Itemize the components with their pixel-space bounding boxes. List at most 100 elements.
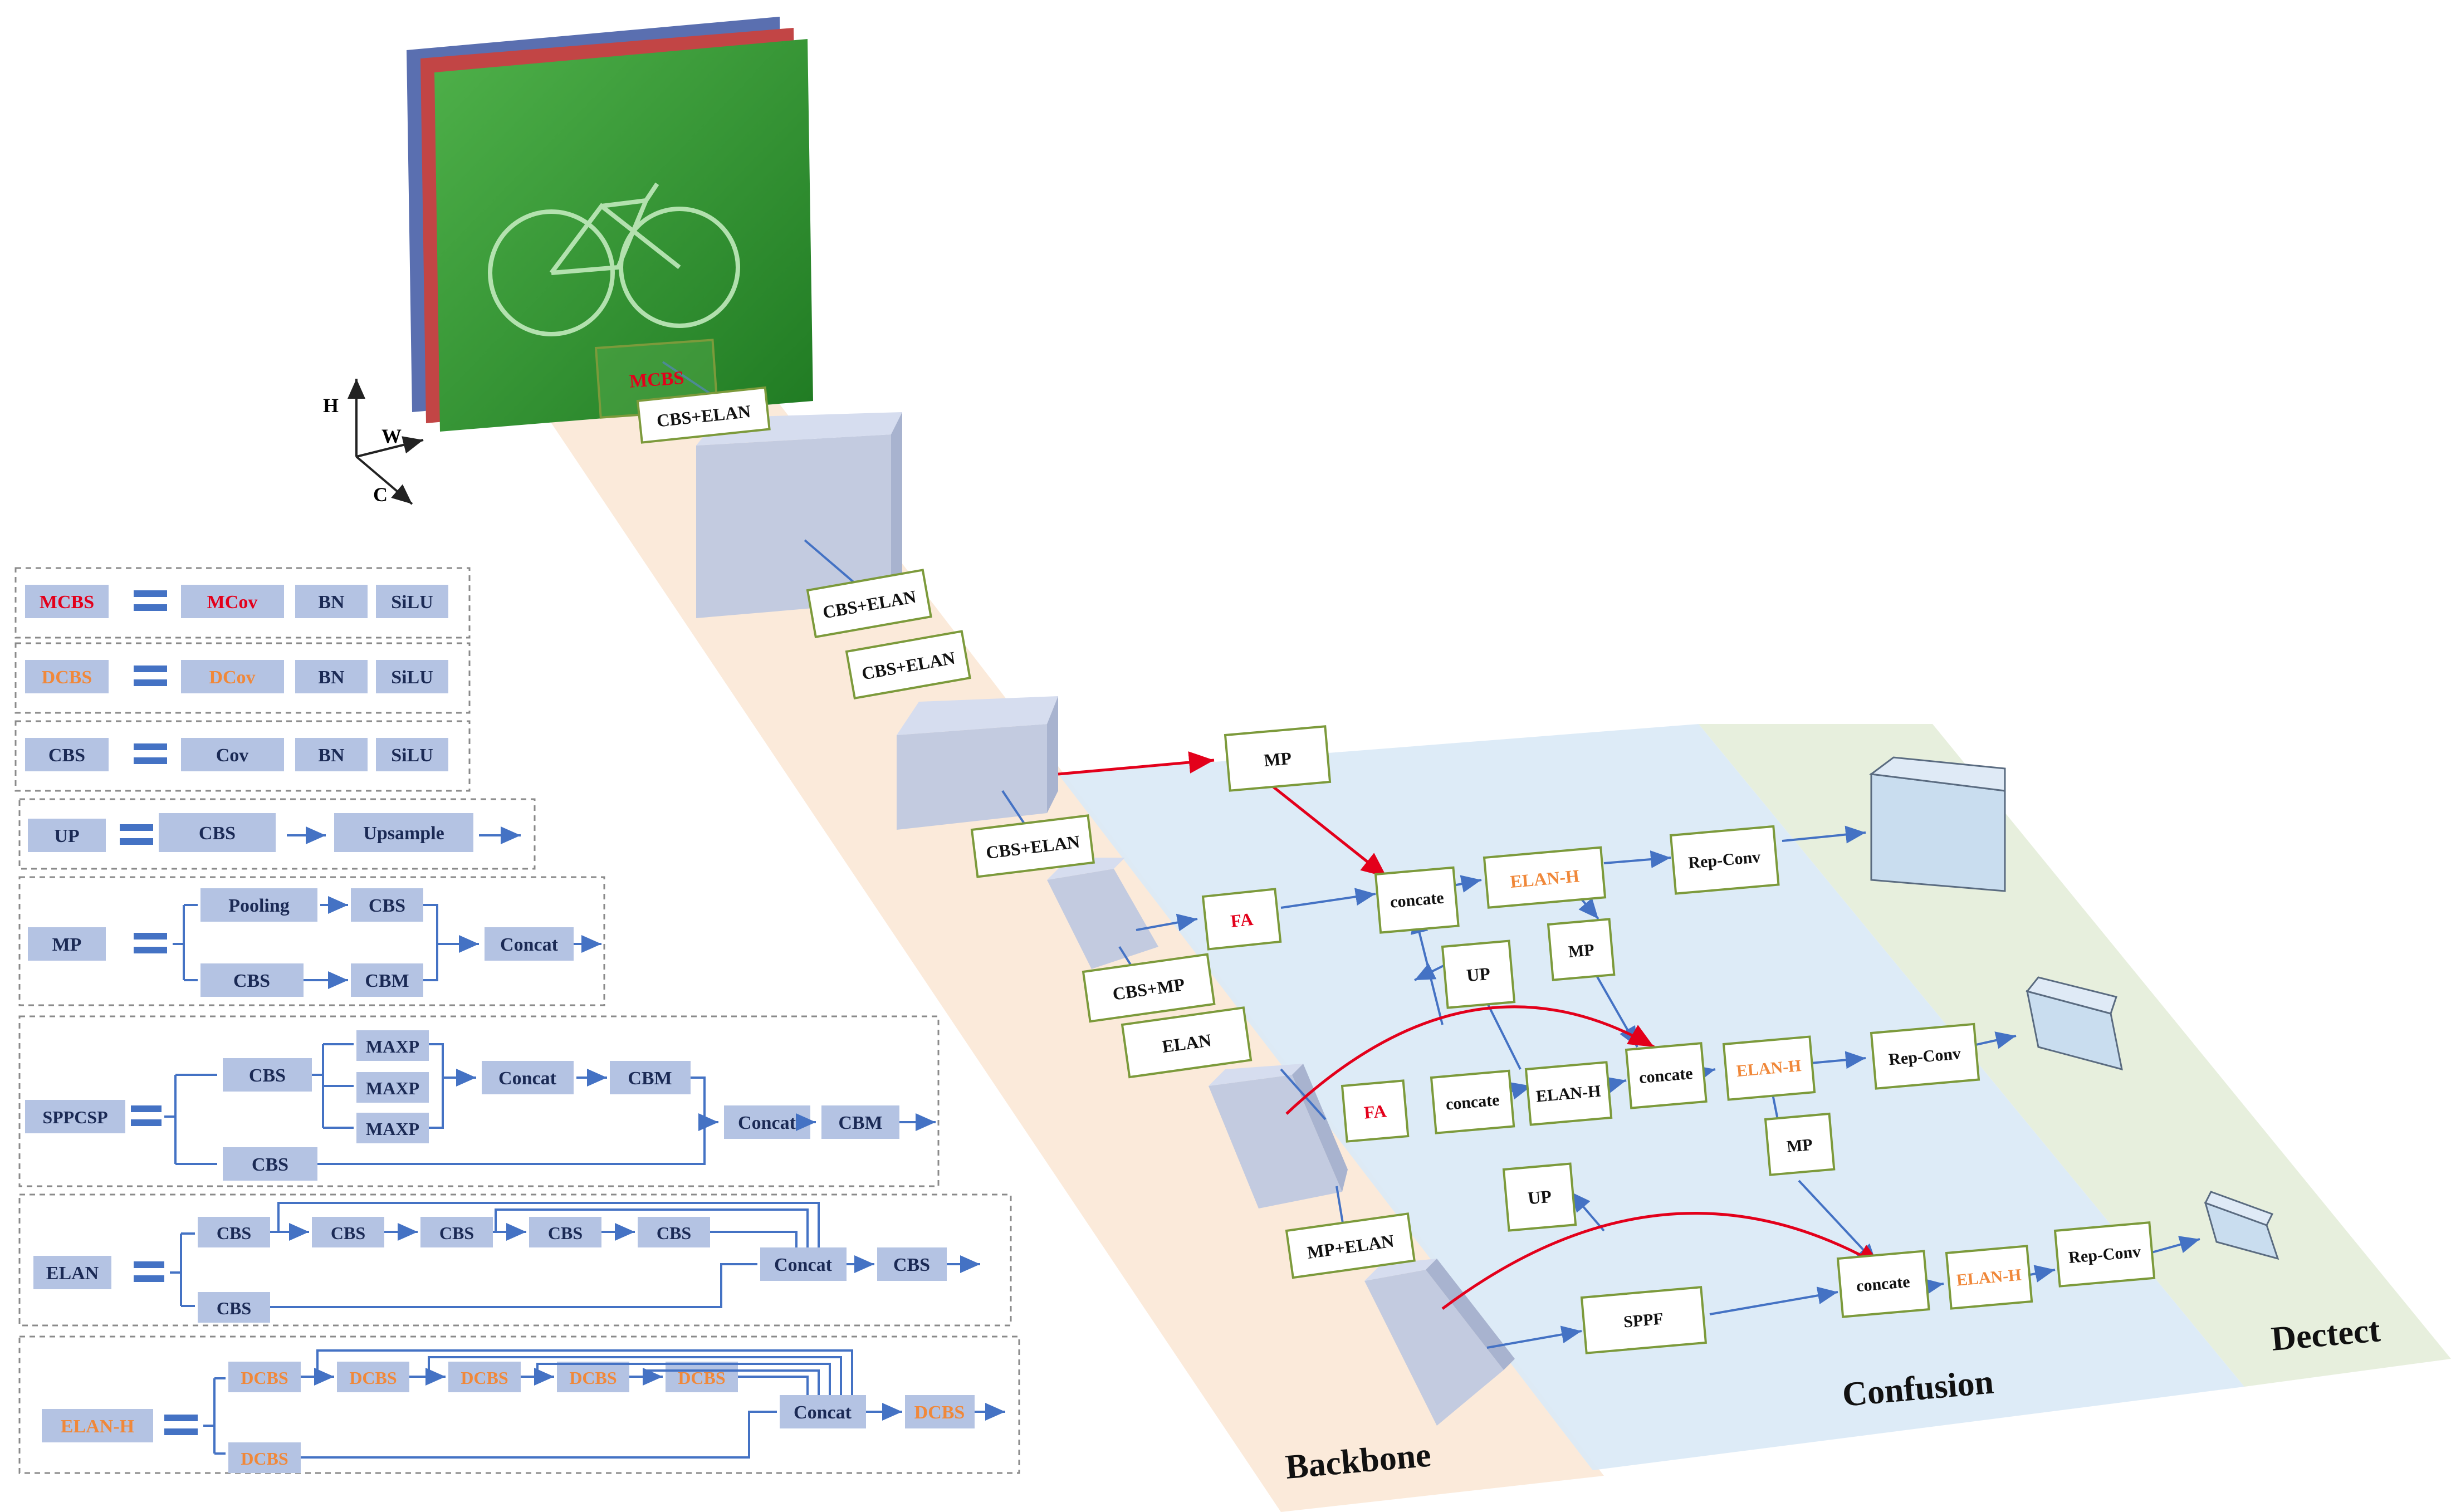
svg-text:Concat: Concat — [794, 1402, 852, 1423]
legend: MCBS MCov BN SiLU DCBS DCov BN SiLU CBS — [14, 567, 1020, 1474]
cbs-elan-block-2: CBS+ELAN — [806, 569, 932, 639]
legend-row-cbs: CBS Cov BN SiLU — [25, 738, 448, 771]
svg-text:CBS: CBS — [331, 1223, 365, 1243]
legend-row-mp: MP Pooling CBS CBS CBM Concat — [28, 888, 601, 997]
svg-text:SiLU: SiLU — [391, 667, 433, 688]
svg-text:Pooling: Pooling — [228, 896, 290, 916]
svg-text:MCov: MCov — [207, 592, 258, 613]
sppf-block: SPPF — [1580, 1286, 1708, 1354]
mp-block-mid: MP — [1547, 918, 1616, 981]
up-label-2: UP — [1527, 1186, 1553, 1208]
fa-block-1: FA — [1201, 888, 1282, 951]
svg-text:CBM: CBM — [365, 971, 409, 991]
svg-text:BN: BN — [318, 667, 345, 688]
svg-text:UP: UP — [54, 826, 79, 846]
cbs-mp-block: CBS+MP — [1082, 953, 1216, 1023]
svg-text:Upsample: Upsample — [363, 823, 444, 844]
svg-text:DCBS: DCBS — [42, 667, 92, 688]
up-block-2: UP — [1502, 1162, 1577, 1232]
mp-label-low: MP — [1786, 1136, 1813, 1156]
detect-cube-large — [1869, 756, 2006, 892]
elan-h-block-2: ELAN-H — [1524, 1061, 1613, 1126]
elan-block: ELAN — [1121, 1006, 1253, 1079]
mp-elan-block: MP+ELAN — [1285, 1212, 1416, 1279]
svg-text:CBM: CBM — [838, 1113, 882, 1133]
cbs-elan-block-1: CBS+ELAN — [636, 386, 771, 444]
svg-text:SiLU: SiLU — [391, 745, 433, 766]
svg-text:BN: BN — [318, 745, 345, 766]
rep-conv-block-1: Rep-Conv — [1669, 825, 1780, 895]
concat-block-4: concate — [1836, 1250, 1930, 1318]
elan-h-block-1: ELAN-H — [1483, 846, 1607, 909]
mp-label-mid: MP — [1568, 941, 1595, 961]
svg-text:MAXP: MAXP — [366, 1036, 419, 1056]
svg-text:DCBS: DCBS — [241, 1368, 288, 1388]
legend-row-mcbs: MCBS MCov BN SiLU — [25, 585, 448, 618]
concat-block-3: concate — [1625, 1042, 1708, 1109]
svg-text:DCov: DCov — [209, 667, 255, 688]
svg-text:BN: BN — [318, 592, 345, 613]
svg-text:CBS: CBS — [548, 1223, 583, 1243]
svg-text:CBS: CBS — [252, 1154, 288, 1175]
svg-text:ELAN-H: ELAN-H — [61, 1416, 134, 1437]
svg-text:CBS: CBS — [217, 1298, 251, 1318]
fa-block-2: FA — [1341, 1079, 1410, 1143]
fa-label-2: FA — [1363, 1100, 1387, 1122]
up-block-1: UP — [1441, 940, 1516, 1009]
svg-text:SiLU: SiLU — [391, 592, 433, 613]
legend-row-elan-h: ELAN-H DCBS DCBS DCBS DCBS DCBS DCBS Con… — [42, 1349, 1005, 1473]
mcbs-label: MCBS — [629, 368, 685, 392]
svg-text:Concat: Concat — [498, 1068, 557, 1089]
svg-text:Concat: Concat — [500, 934, 559, 955]
svg-text:CBM: CBM — [628, 1068, 672, 1089]
concat-block-2: concate — [1430, 1069, 1515, 1134]
svg-text:DCBS: DCBS — [569, 1368, 617, 1388]
sppf-label: SPPF — [1623, 1309, 1664, 1331]
mp-block-top: MP — [1224, 725, 1332, 792]
axis-w-label: W — [381, 425, 402, 447]
svg-text:CBS: CBS — [369, 896, 405, 916]
cbs-elan-block-4: CBS+ELAN — [970, 814, 1095, 878]
legend-row-sppcsp: SPPCSP CBS MAXP MAXP MAXP Concat CBM CBS… — [25, 1030, 936, 1181]
detect-cube-small — [2204, 1191, 2279, 1260]
svg-text:DCBS: DCBS — [241, 1449, 288, 1469]
svg-text:CBS: CBS — [233, 971, 270, 991]
legend-row-up: UP CBS Upsample — [28, 813, 521, 852]
input-image-stack — [407, 17, 813, 432]
svg-text:Concat: Concat — [738, 1113, 796, 1133]
cbs-elan-block-3: CBS+ELAN — [845, 630, 971, 700]
feature-cube-2 — [897, 696, 1058, 830]
fa-label-1: FA — [1230, 909, 1254, 931]
svg-text:CBS: CBS — [217, 1223, 251, 1243]
svg-text:ELAN: ELAN — [46, 1263, 99, 1284]
up-label-1: UP — [1466, 963, 1491, 986]
red-skip-connections — [1058, 751, 1883, 1310]
svg-text:DCBS: DCBS — [914, 1402, 965, 1423]
elan-h-block-3: ELAN-H — [1722, 1035, 1816, 1101]
svg-text:MAXP: MAXP — [366, 1078, 419, 1098]
svg-text:CBS: CBS — [657, 1223, 691, 1243]
svg-text:CBS: CBS — [199, 823, 236, 844]
svg-text:MP: MP — [52, 934, 82, 955]
svg-text:CBS: CBS — [249, 1065, 286, 1086]
svg-text:CBS: CBS — [893, 1255, 930, 1275]
legend-row-elan: ELAN CBS CBS CBS CBS CBS CBS Concat CBS — [33, 1202, 980, 1323]
rep-conv-block-2: Rep-Conv — [1870, 1022, 1980, 1090]
mp-block-low: MP — [1764, 1112, 1836, 1176]
axis-indicator — [348, 379, 424, 505]
concat-block-1: concate — [1374, 866, 1460, 934]
svg-text:MCBS: MCBS — [40, 592, 94, 613]
svg-text:DCBS: DCBS — [349, 1368, 397, 1388]
axis-h-label: H — [323, 394, 339, 417]
svg-text:MAXP: MAXP — [366, 1119, 419, 1139]
svg-text:CBS: CBS — [439, 1223, 474, 1243]
mp-label-top: MP — [1263, 748, 1293, 770]
elan-h-block-4: ELAN-H — [1945, 1245, 2033, 1310]
detect-cube-medium — [2026, 976, 2123, 1071]
svg-text:DCBS: DCBS — [461, 1368, 508, 1388]
legend-row-dcbs: DCBS DCov BN SiLU — [25, 660, 448, 693]
svg-text:CBS: CBS — [48, 745, 85, 766]
axis-c-label: C — [373, 483, 388, 506]
svg-text:Cov: Cov — [216, 745, 249, 766]
